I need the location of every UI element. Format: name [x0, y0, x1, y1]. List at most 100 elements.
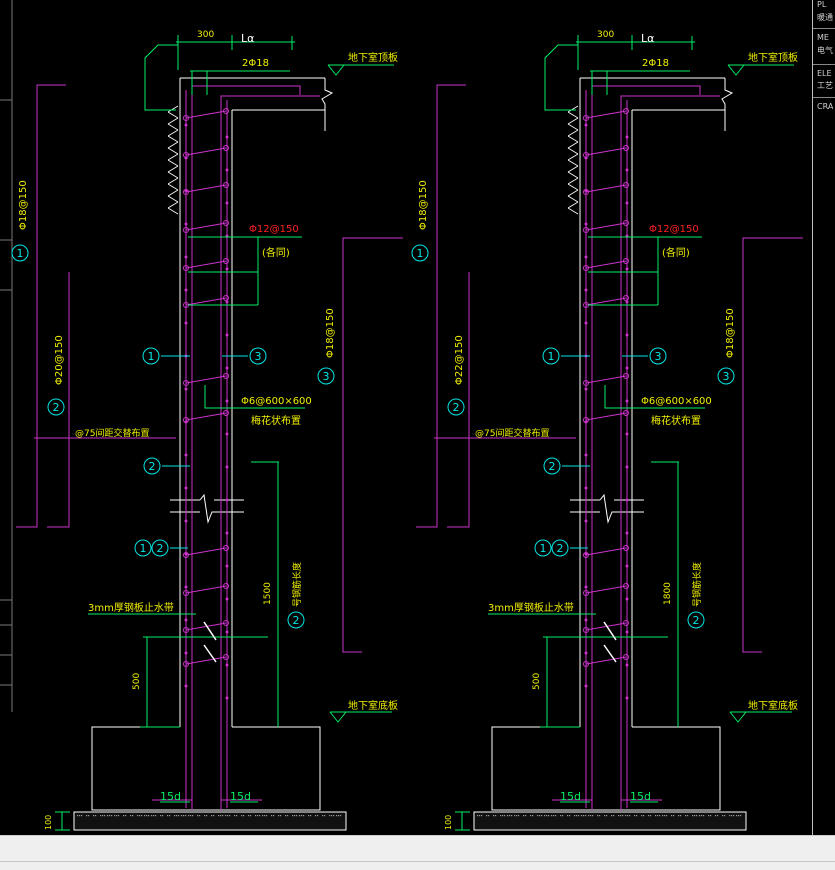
vertical-bar-1-callout: [11, 244, 29, 262]
palette-tab-ele[interactable]: ELE: [817, 69, 832, 78]
rebar-dot: [184, 618, 188, 622]
palette-tab-pl[interactable]: PL: [817, 0, 827, 9]
blinding-hatch-dot: [518, 815, 520, 817]
blinding-hatch-dot: [678, 815, 680, 817]
tie-hook: [623, 373, 629, 379]
blinding-hatch-dot: [507, 815, 509, 817]
bar-12b-callout: [151, 539, 169, 557]
blinding-hatch-dot: [599, 815, 601, 817]
rebar-dot: [225, 399, 229, 403]
rebar-dot: [584, 651, 588, 655]
blinding-hatch-dot: [294, 815, 296, 817]
blinding-hatch-dot: [613, 815, 615, 817]
rebar-dot: [584, 387, 588, 391]
blinding-hatch-dot: [546, 815, 548, 817]
blinding-hatch-dot: [692, 815, 694, 817]
anchor-left-text: 15d: [160, 790, 181, 803]
palette-tab-me[interactable]: ME: [817, 33, 829, 42]
extent-bar-2: [447, 272, 470, 528]
blinding-hatch-dot: [259, 815, 261, 817]
blinding-hatch-dot: [486, 815, 488, 817]
blinding-hatch-dot: [315, 815, 317, 817]
rebar-dot: [184, 189, 188, 193]
rebar-dot: [184, 123, 188, 127]
top-bar-spec: 2Φ18: [642, 58, 669, 69]
blinding-hatch-dot: [162, 815, 164, 817]
blinding-hatch-dot: [588, 815, 590, 817]
rebar-dot: [625, 465, 629, 469]
stagger-spacing-note: @75间距交替布置: [75, 427, 149, 439]
blinding-hatch-dot: [151, 815, 153, 817]
bar-12a-callout: [134, 539, 152, 557]
rebar-dot: [225, 135, 229, 139]
blinding-hatch-dot: [569, 815, 571, 817]
blinding-hatch-dot: [488, 815, 490, 817]
waterproof-hatch: [167, 171, 179, 179]
tie-hook: [183, 380, 189, 386]
vertical-bar-3-callout-text: 3: [323, 370, 330, 383]
blinding-hatch-dot: [227, 815, 229, 817]
waterproof-hatch: [567, 183, 579, 191]
blinding-hatch-dot: [643, 815, 645, 817]
footing-outline: [91, 726, 321, 811]
blinding-hatch-dot: [174, 815, 176, 817]
rebar-dot: [225, 663, 229, 667]
waterproof-hatch: [567, 195, 579, 203]
tie-bar: [585, 622, 627, 631]
vertical-bar-2-callout-text: 2: [453, 401, 460, 414]
blinding-hatch-dot: [262, 815, 264, 817]
blinding-hatch-dot: [190, 815, 192, 817]
tie-bar: [585, 375, 627, 384]
blinding-hatch-dot: [93, 815, 95, 817]
left-ruler: [0, 0, 13, 712]
dim-top-text: 300: [197, 30, 214, 40]
rebar-dot: [184, 288, 188, 292]
tie-bar: [585, 297, 627, 306]
bar-2-callout-text: 2: [549, 460, 556, 473]
blinding-hatch-dot: [273, 815, 275, 817]
dim-100-text: 100: [44, 815, 53, 830]
palette-tab-electric[interactable]: 电气: [817, 46, 833, 55]
blinding-hatch-dot: [673, 815, 675, 817]
tie-arrangement-note: 梅花状布置: [651, 414, 701, 427]
waterproof-hatch: [167, 129, 179, 137]
rebar-dot: [584, 321, 588, 325]
tie-hook: [623, 654, 629, 660]
blinding-hatch-dot: [287, 815, 289, 817]
inner-bar-callout: [687, 611, 705, 629]
vertical-bar-1-callout: [411, 244, 429, 262]
vertical-bar-1-callout-text: 1: [17, 247, 24, 260]
waterproof-hatch: [167, 165, 179, 173]
rebar-dot: [184, 651, 188, 655]
blinding-hatch-dot: [206, 815, 208, 817]
blinding-hatch-dot: [514, 815, 516, 817]
rebar-inner-vertical: [620, 95, 720, 810]
blinding-hatch-dot: [539, 815, 541, 817]
waterproof-hatch: [167, 135, 179, 143]
lap-length-label: Lα: [241, 32, 254, 45]
waterstop-plate: [203, 621, 217, 641]
rebar-dot: [584, 288, 588, 292]
blinding-hatch-dot: [740, 815, 742, 817]
palette-tab-cra[interactable]: CRA: [817, 102, 834, 111]
blinding-hatch-dot: [662, 815, 664, 817]
waterproof-hatch: [567, 207, 579, 215]
blinding-hatch-dot: [102, 815, 104, 817]
rebar-dot: [225, 465, 229, 469]
tie-bar: [185, 147, 227, 156]
wall-break-zigzag: [199, 493, 214, 524]
blinding-hatch-dot: [144, 815, 146, 817]
palette-tab-hvac[interactable]: 暖通: [817, 13, 833, 22]
waterproof-hatch: [567, 159, 579, 167]
inner-bar-callout-text: 2: [293, 614, 300, 627]
bar-12a-callout: [534, 539, 552, 557]
blinding-hatch-dot: [218, 815, 220, 817]
inner-bar-callout: [287, 611, 305, 629]
waterproof-hatch: [567, 177, 579, 185]
tie-hook: [623, 145, 629, 151]
horizontal-bar-spec: Φ12@150: [249, 224, 299, 235]
blinding-hatch-dot: [574, 815, 576, 817]
palette-tab-process[interactable]: 工艺: [817, 81, 833, 90]
